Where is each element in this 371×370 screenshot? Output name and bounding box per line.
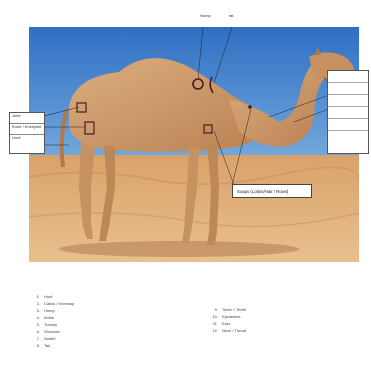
left-box-label-joint: Joint [10, 113, 44, 124]
hump-label: Hump [200, 14, 211, 19]
right-box-line-3 [328, 95, 368, 107]
legend-item: 9.Teeth + Teeth [208, 307, 246, 312]
legend-item: 6.Shoulder [30, 329, 60, 334]
camel-photo [29, 27, 359, 262]
legend-item: 10.Eyelashes [208, 314, 240, 319]
legend-item: 11.Ears [208, 321, 230, 326]
legend-item: 12.Neck / Throat [208, 328, 246, 333]
right-box-line-5 [328, 119, 368, 131]
legend-right: 9.Teeth + Teeth 10.Eyelashes 11.Ears 12.… [208, 307, 348, 337]
caption-text: Soaps (Lotion/Hair / Rows) [237, 189, 288, 194]
left-box-label-knee: Knee / Kneejoint [10, 124, 44, 135]
right-label-box [327, 70, 369, 154]
legend-item: 5.Tummy [30, 322, 57, 327]
legend-left: 1.Hoof 2.Callus / Kneecap 3.Hump 4.Ankle… [30, 294, 180, 364]
legend-item: 1.Hoof [30, 294, 52, 299]
left-label-box: Joint Knee / Kneejoint Hoof [9, 112, 45, 154]
legend-item: 3.Hump [30, 308, 55, 313]
caption-box: Soaps (Lotion/Hair / Rows) [232, 184, 312, 198]
fat-label: fat [229, 14, 233, 19]
legend-item: 2.Callus / Kneecap [30, 301, 74, 306]
right-box-line-1 [328, 71, 368, 83]
legend-item: 4.Ankle [30, 315, 54, 320]
legend-item: 7.Nostril [30, 336, 55, 341]
legend-item: 8.Tail [30, 343, 50, 348]
left-box-label-hoof: Hoof [10, 135, 44, 146]
right-box-line-2 [328, 83, 368, 95]
right-box-line-4 [328, 107, 368, 119]
right-box-line-6 [328, 131, 368, 143]
